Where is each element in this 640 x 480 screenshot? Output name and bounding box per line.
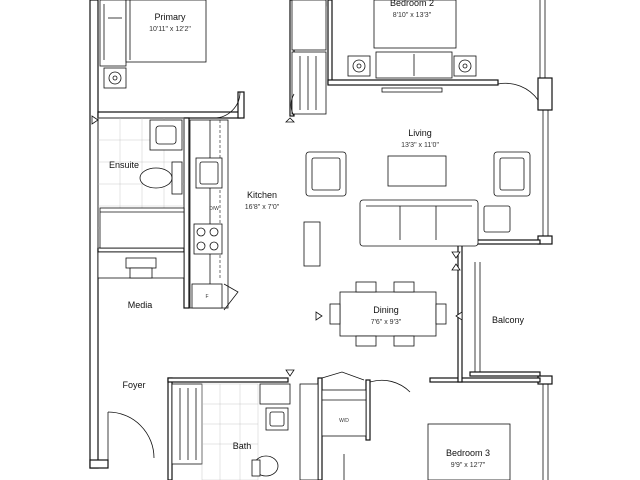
bedroom3-name: Bedroom 3 bbox=[446, 448, 490, 458]
media: Media bbox=[97, 251, 185, 310]
bath: Bath bbox=[233, 383, 319, 480]
kitchen-name: Kitchen bbox=[247, 190, 277, 200]
primary-dims: 10'11" x 12'2" bbox=[149, 26, 191, 33]
balcony: Balcony bbox=[492, 315, 525, 325]
dining-dims: 7'6" x 9'3" bbox=[371, 319, 402, 326]
dining-name: Dining bbox=[373, 305, 399, 315]
dishwasher-label: D/W bbox=[209, 206, 219, 212]
primary-name: Primary bbox=[155, 12, 186, 22]
section-markers bbox=[91, 115, 463, 377]
living: Living 13'3" x 11'0" bbox=[303, 128, 531, 267]
primary-bedroom: Primary 10'11" x 12'2" bbox=[99, 0, 327, 119]
bedroom2-dims: 8'10" x 13'3" bbox=[393, 12, 432, 19]
bedroom-3: Bedroom 3 9'9" x 12'7" bbox=[343, 379, 511, 480]
balcony-name: Balcony bbox=[492, 315, 525, 325]
washer-dryer-label: W/D bbox=[339, 418, 349, 424]
kitchen: F D/W Kitchen 16'8" x 7'0" bbox=[189, 119, 280, 311]
media-name: Media bbox=[128, 300, 153, 310]
kitchen-dims: 16'8" x 7'0" bbox=[245, 204, 280, 211]
bedroom-2: Bedroom 2 8'10" x 13'3" bbox=[347, 0, 539, 101]
foyer-closet bbox=[171, 383, 259, 480]
bath-name: Bath bbox=[233, 441, 252, 451]
fridge-label: F bbox=[205, 294, 208, 300]
ensuite: Ensuite bbox=[97, 117, 185, 249]
living-dims: 13'3" x 11'0" bbox=[401, 142, 439, 149]
foyer-name: Foyer bbox=[122, 380, 145, 390]
laundry: W/D bbox=[321, 371, 367, 437]
bedroom2-name: Bedroom 2 bbox=[390, 0, 434, 8]
ensuite-name: Ensuite bbox=[109, 160, 139, 170]
bedroom3-dims: 9'9" x 12'7" bbox=[451, 462, 486, 469]
dining: Dining 7'6" x 9'3" bbox=[329, 281, 447, 347]
closet-pair bbox=[290, 0, 327, 117]
foyer: Foyer bbox=[107, 380, 155, 460]
living-name: Living bbox=[408, 128, 432, 138]
